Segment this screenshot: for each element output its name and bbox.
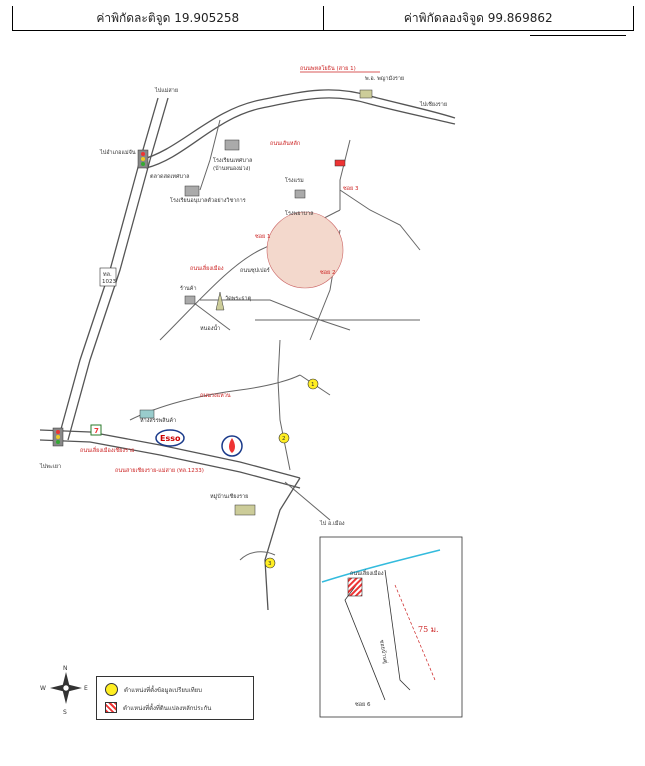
road-sign-number: 1023 — [102, 279, 116, 285]
label-road-loop: ถนนวงแหวน — [200, 393, 231, 399]
latitude-label: ค่าพิกัดละติจูด 19.905258 — [96, 10, 240, 25]
label-school1: โรงเรียนเทศบาล — [213, 156, 252, 164]
seven-eleven-icon: 7 — [90, 424, 102, 436]
label-temple: วัดพระธาตุ — [225, 295, 252, 302]
traffic-light-north-icon — [137, 149, 149, 169]
inset-soi-label: ซอยบ้านดู่ — [378, 639, 389, 664]
traffic-light-south-icon — [52, 427, 64, 447]
road-north — [339, 139, 351, 210]
inset-collateral-plot — [347, 577, 363, 597]
upper-road-edge — [145, 97, 456, 169]
label-to-maesai: ไปแม่สาย — [154, 87, 178, 94]
svg-text:N: N — [63, 665, 68, 672]
label-hospital: โรงพยาบาล — [285, 209, 313, 217]
label-road-side: ถนนซุปเปอร์ — [240, 267, 270, 274]
svg-text:2: 2 — [282, 436, 286, 442]
hatch-icon — [105, 702, 117, 713]
road-vertical — [277, 339, 291, 471]
marker-1: 1 — [307, 378, 319, 390]
label-market: ตลาดสดเทศบาล — [150, 173, 189, 180]
legend-row-plot: ตำแหน่งที่ตั้งที่ดินแปลงหลักประกัน — [105, 702, 211, 713]
label-lake: หนองน้ำ — [200, 324, 220, 332]
inset-road-label: ถนนเลี่ยงเมือง — [350, 569, 384, 577]
svg-text:3: 3 — [268, 561, 272, 567]
label-road-top: ถนนพหลโยธิน (สาย 1) — [300, 64, 356, 72]
label-sign-road: ถนนเลี่ยงเมืองเชียงราย — [80, 446, 134, 454]
label-village: หมู่บ้านเชียงราย — [210, 493, 248, 500]
longitude-label: ค่าพิกัดลองจิจูด 99.869862 — [322, 6, 634, 30]
label-junction: ไปอำเภอแม่จัน — [99, 149, 136, 156]
road-village — [239, 551, 276, 561]
upper-road — [139, 89, 456, 161]
marker-3: 3 — [264, 557, 276, 569]
svg-text:W: W — [40, 685, 46, 692]
road-sign — [99, 267, 117, 287]
seven-label: 7 — [94, 427, 99, 435]
inset-river — [321, 549, 441, 583]
label-to-chiangrai: ไปเชียงราย — [419, 101, 447, 108]
hospital-zone — [266, 211, 344, 289]
legend-plot-label: ตำแหน่งที่ตั้งที่ดินแปลงหลักประกัน — [123, 704, 212, 712]
south-road — [264, 477, 301, 611]
road-sign-label: ทล. — [103, 272, 112, 278]
label-hotel: โรงแรม — [285, 176, 304, 184]
main-road — [39, 429, 301, 479]
label-to-mae: ไป อ.เมือง — [319, 520, 345, 527]
road-temple — [189, 299, 231, 331]
label-soi2: ซอย 2 — [320, 269, 336, 276]
road-school — [199, 119, 221, 191]
legend-row-point: ตำแหน่งที่ตั้งข้อมูลเปรียบเทียบ — [105, 683, 202, 696]
label-shop: ร้านค้า — [180, 285, 197, 292]
road-east-network — [339, 189, 421, 251]
compass-icon: N S E W — [40, 665, 88, 716]
legend-point-label: ตำแหน่งที่ตั้งข้อมูลเปรียบเทียบ — [124, 686, 202, 694]
label-road-bypass: ถนนเลี่ยงเมือง — [190, 264, 224, 272]
esso-icon: Esso — [155, 429, 185, 447]
label-to-phayao: ไปพะเยา — [39, 463, 61, 470]
svg-text:S: S — [63, 709, 67, 716]
inset-plots-right — [384, 569, 411, 691]
road-east — [284, 481, 331, 521]
inset-distance-line — [394, 584, 436, 681]
label-mall: ห้างสรรพสินค้า — [140, 417, 176, 424]
temple-icon — [215, 291, 225, 311]
road-lower — [129, 374, 301, 421]
inset-map — [319, 536, 463, 718]
coordinates-header: ค่าพิกัดละติจูด 19.905258 ค่าพิกัดลองจิจ… — [12, 6, 634, 31]
svg-text:1: 1 — [311, 382, 315, 388]
divider — [530, 35, 626, 36]
inset-distance-label: 75 ม. — [418, 625, 439, 634]
highway-1023-edge — [67, 97, 169, 441]
label-school3: โรงเรียนอนุบาลตัวอย่างวิชาการ — [170, 196, 246, 204]
road-sidebranch — [200, 299, 351, 331]
label-phaya-mengrai: พ.อ. พญามังราย — [365, 75, 404, 82]
label-red-road: ถนนสายเชียงราย-แม่สาย (ทล.1233) — [115, 467, 204, 474]
inset-side-label: ซอย 6 — [355, 701, 371, 708]
legend: ตำแหน่งที่ตั้งข้อมูลเปรียบเทียบ ตำแหน่งท… — [96, 676, 254, 720]
main-road-edge — [39, 439, 301, 489]
yellow-dot-icon — [105, 683, 118, 696]
ptt-icon — [221, 435, 243, 457]
esso-label: Esso — [160, 434, 181, 443]
label-school2: (บ้านหนองม่วง) — [213, 165, 250, 172]
label-soi3: ซอย 3 — [343, 185, 359, 192]
label-road-main: ถนนเส้นหลัก — [270, 140, 300, 147]
svg-text:E: E — [84, 685, 88, 692]
marker-2: 2 — [278, 432, 290, 444]
building-icon — [139, 89, 373, 516]
label-soi1: ซอย 1 — [255, 233, 271, 240]
